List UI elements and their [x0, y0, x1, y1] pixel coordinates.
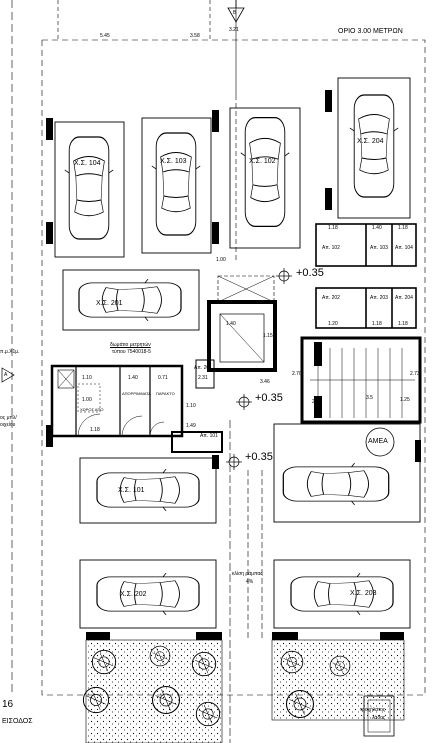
- left-note-3: οιχείου: [0, 422, 16, 428]
- paving-box: [363, 695, 395, 737]
- level-1: +0.35: [296, 267, 324, 279]
- ramp-value: 4%: [246, 579, 254, 585]
- slot-104: Χ.Σ. 104: [74, 160, 101, 167]
- ramp: [247, 470, 263, 640]
- storage-201: Απ. 201: [194, 365, 212, 371]
- hatch-label: ΧΩΡΟΣ ΑΠΟ: [80, 407, 104, 412]
- storage-203: Απ. 203: [370, 295, 388, 301]
- dim-26: 2.70: [312, 399, 322, 405]
- slot-202: Χ.Σ. 202: [120, 591, 147, 598]
- level-3: +0.35: [245, 451, 273, 463]
- entry-label: ΕΙΣΟΔΟΣ: [2, 718, 33, 725]
- paving-label-2: λάδος: [372, 715, 386, 721]
- dim-13: 1.25: [400, 397, 410, 403]
- section-marker-b-label: B: [233, 10, 237, 16]
- dim-8: 1.40: [226, 321, 236, 327]
- section-marker-a-label: A: [4, 372, 8, 378]
- dim-25: 1.18: [90, 427, 100, 433]
- amea-label: ΑΜΕΑ: [368, 438, 388, 445]
- dim-6: 1.49: [186, 423, 196, 429]
- ramp-note: κλίση ράμπας: [232, 571, 263, 577]
- section-marker-a: [1, 367, 15, 383]
- storage-202: Απ. 202: [322, 295, 340, 301]
- dim-1: 1.10: [82, 375, 92, 381]
- refuse-label: ΑΠΟΡΡΙΜΜΑΤΑ: [122, 391, 151, 396]
- level-markers: [226, 268, 292, 470]
- columns: [46, 90, 421, 640]
- slot-101: Χ.Σ. 101: [118, 487, 145, 494]
- dim-17: 5.45: [100, 33, 110, 39]
- parking-bays: [54, 77, 421, 629]
- dim-4: 1.10: [186, 403, 196, 409]
- dim-12: 2.73: [410, 371, 420, 377]
- storage-rooms: [315, 223, 417, 329]
- dim-9: 1.15: [263, 333, 273, 339]
- boundary-lines: [11, 0, 426, 743]
- dim-2: 1.40: [128, 375, 138, 381]
- storage-204: Απ. 204: [395, 295, 413, 301]
- storage-101: Απ. 101: [200, 433, 218, 439]
- dim-20: 1.40: [372, 225, 382, 231]
- storage-103: Απ. 103: [370, 245, 388, 251]
- meter-room-label: δωμάτιο μετρητών: [110, 342, 151, 348]
- dim-18: 1.00: [216, 257, 226, 263]
- storage-102: Απ. 102: [322, 245, 340, 251]
- meter-room-sub: τύπου 7540018-5: [112, 349, 151, 355]
- collector-label: ΠΑΡΑΚΤΟ: [156, 391, 175, 396]
- garden-areas: [82, 639, 405, 743]
- boundary-label: ΟΡΙΟ 3.00 ΜΕΤΡΩΝ: [338, 28, 403, 35]
- slot-203: Χ.Σ. 203: [350, 590, 377, 597]
- dim-21: 1.18: [398, 225, 408, 231]
- corner-number: 16: [2, 699, 14, 710]
- amea-symbol: [365, 427, 395, 457]
- dim-23: 1.18: [372, 321, 382, 327]
- left-note-1: π.μ.Χ1μ.: [0, 349, 20, 355]
- slot-102: Χ.Σ. 102: [249, 158, 276, 165]
- paving-label: τροχήλατος: [360, 707, 386, 713]
- slot-103: Χ.Σ. 103: [160, 158, 187, 165]
- dim-22: 1.20: [328, 321, 338, 327]
- slot-204: Χ.Σ. 204: [357, 138, 384, 145]
- dim-15: 3.21: [229, 27, 239, 33]
- dim-16: 3.58: [190, 33, 200, 39]
- dim-14: 3.5: [366, 395, 373, 401]
- dim-5: 1.00: [82, 397, 92, 403]
- dim-24: 1.18: [398, 321, 408, 327]
- level-2: +0.35: [255, 392, 283, 404]
- dim-7: 2.31: [198, 375, 208, 381]
- section-marker-b: [227, 0, 245, 23]
- left-note-2: ος μπλ/: [0, 415, 17, 421]
- dim-19: 1.18: [328, 225, 338, 231]
- dim-3: 0.71: [158, 375, 168, 381]
- slot-201: Χ.Σ. 201: [96, 300, 123, 307]
- core: [171, 275, 422, 453]
- service-rooms: [50, 364, 184, 438]
- dim-10: 3.46: [260, 379, 270, 385]
- dim-11: 2.70: [292, 371, 302, 377]
- storage-104: Απ. 104: [395, 245, 413, 251]
